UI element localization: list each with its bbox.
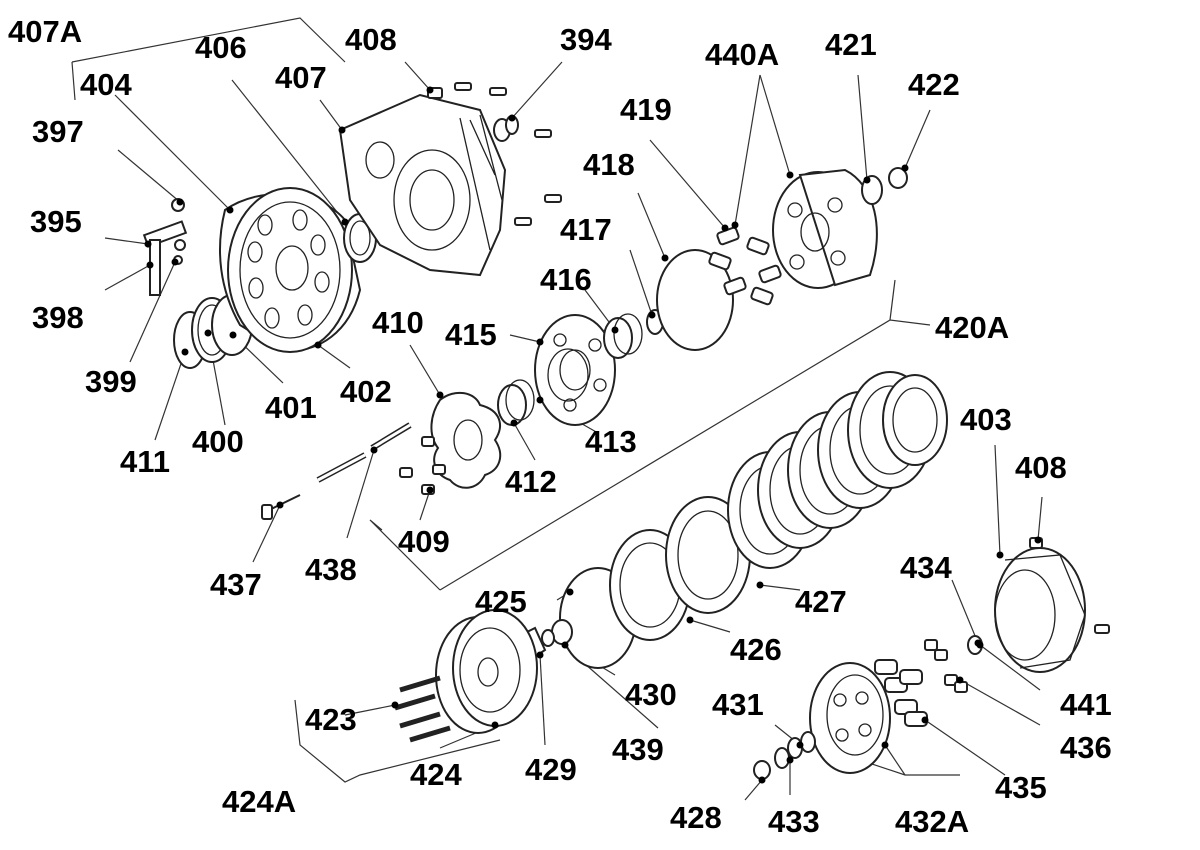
label-439: 439 — [612, 732, 664, 767]
bush-412 — [497, 384, 527, 426]
plate-410 — [430, 391, 502, 489]
label-397: 397 — [32, 114, 84, 149]
label-407: 407 — [275, 60, 327, 95]
label-400: 400 — [192, 424, 244, 459]
nut-439 — [551, 619, 573, 645]
cover-407 — [338, 93, 507, 277]
label-429: 429 — [525, 752, 577, 787]
lever-395 — [142, 198, 188, 296]
pressure-plate-432A — [809, 662, 891, 774]
label-424: 424 — [410, 757, 462, 792]
label-404: 404 — [80, 67, 132, 102]
label-394: 394 — [560, 22, 612, 57]
springs-435 — [874, 659, 928, 727]
label-424A: 424A — [222, 784, 296, 819]
label-441: 441 — [1060, 687, 1112, 722]
label-435: 435 — [995, 770, 1047, 805]
nut-428 — [753, 760, 771, 780]
label-433: 433 — [768, 804, 820, 839]
label-408-top: 408 — [345, 22, 397, 57]
label-408-right: 408 — [1015, 450, 1067, 485]
label-428: 428 — [670, 800, 722, 835]
washer-433 — [774, 747, 790, 769]
part-labels: 407A 404 406 408 407 394 397 395 398 399… — [8, 14, 1112, 839]
ring-418 — [656, 249, 734, 351]
label-416: 416 — [540, 262, 592, 297]
label-415: 415 — [445, 317, 497, 352]
label-417: 417 — [560, 212, 612, 247]
label-402: 402 — [340, 374, 392, 409]
washer-431 — [800, 731, 816, 753]
basket-440A — [772, 168, 878, 289]
label-410: 410 — [372, 305, 424, 340]
label-407A: 407A — [8, 14, 82, 49]
label-395: 395 — [30, 204, 82, 239]
plate-stack — [727, 371, 948, 569]
label-422: 422 — [908, 67, 960, 102]
label-425: 425 — [475, 584, 527, 619]
label-398: 398 — [32, 300, 84, 335]
nut-422 — [888, 167, 908, 189]
screws-436 — [924, 639, 968, 693]
label-403: 403 — [960, 402, 1012, 437]
leader-dots — [144, 86, 1042, 784]
label-431: 431 — [712, 687, 764, 722]
label-421: 421 — [825, 27, 877, 62]
label-401: 401 — [265, 390, 317, 425]
dampers-419 — [708, 226, 782, 306]
label-434: 434 — [900, 550, 952, 585]
bolts-423 — [394, 675, 451, 743]
gear-415 — [534, 314, 616, 426]
label-432A: 432A — [895, 804, 969, 839]
parts — [142, 82, 1110, 780]
hub-424 — [435, 609, 538, 734]
label-440A: 440A — [705, 37, 779, 72]
label-437: 437 — [210, 567, 262, 602]
label-406: 406 — [195, 30, 247, 65]
label-438: 438 — [305, 552, 357, 587]
label-427: 427 — [795, 584, 847, 619]
label-436: 436 — [1060, 730, 1112, 765]
label-430: 430 — [625, 677, 677, 712]
bearing-416 — [603, 317, 633, 359]
label-420A: 420A — [935, 310, 1009, 345]
bolts-408-top — [427, 82, 562, 226]
label-423: 423 — [305, 702, 357, 737]
plate-402 — [227, 187, 353, 353]
label-399: 399 — [85, 364, 137, 399]
cover-403 — [994, 537, 1110, 673]
label-409: 409 — [398, 524, 450, 559]
label-418: 418 — [583, 147, 635, 182]
label-419: 419 — [620, 92, 672, 127]
label-426: 426 — [730, 632, 782, 667]
label-413: 413 — [585, 424, 637, 459]
label-411: 411 — [120, 444, 170, 479]
label-412: 412 — [505, 464, 557, 499]
